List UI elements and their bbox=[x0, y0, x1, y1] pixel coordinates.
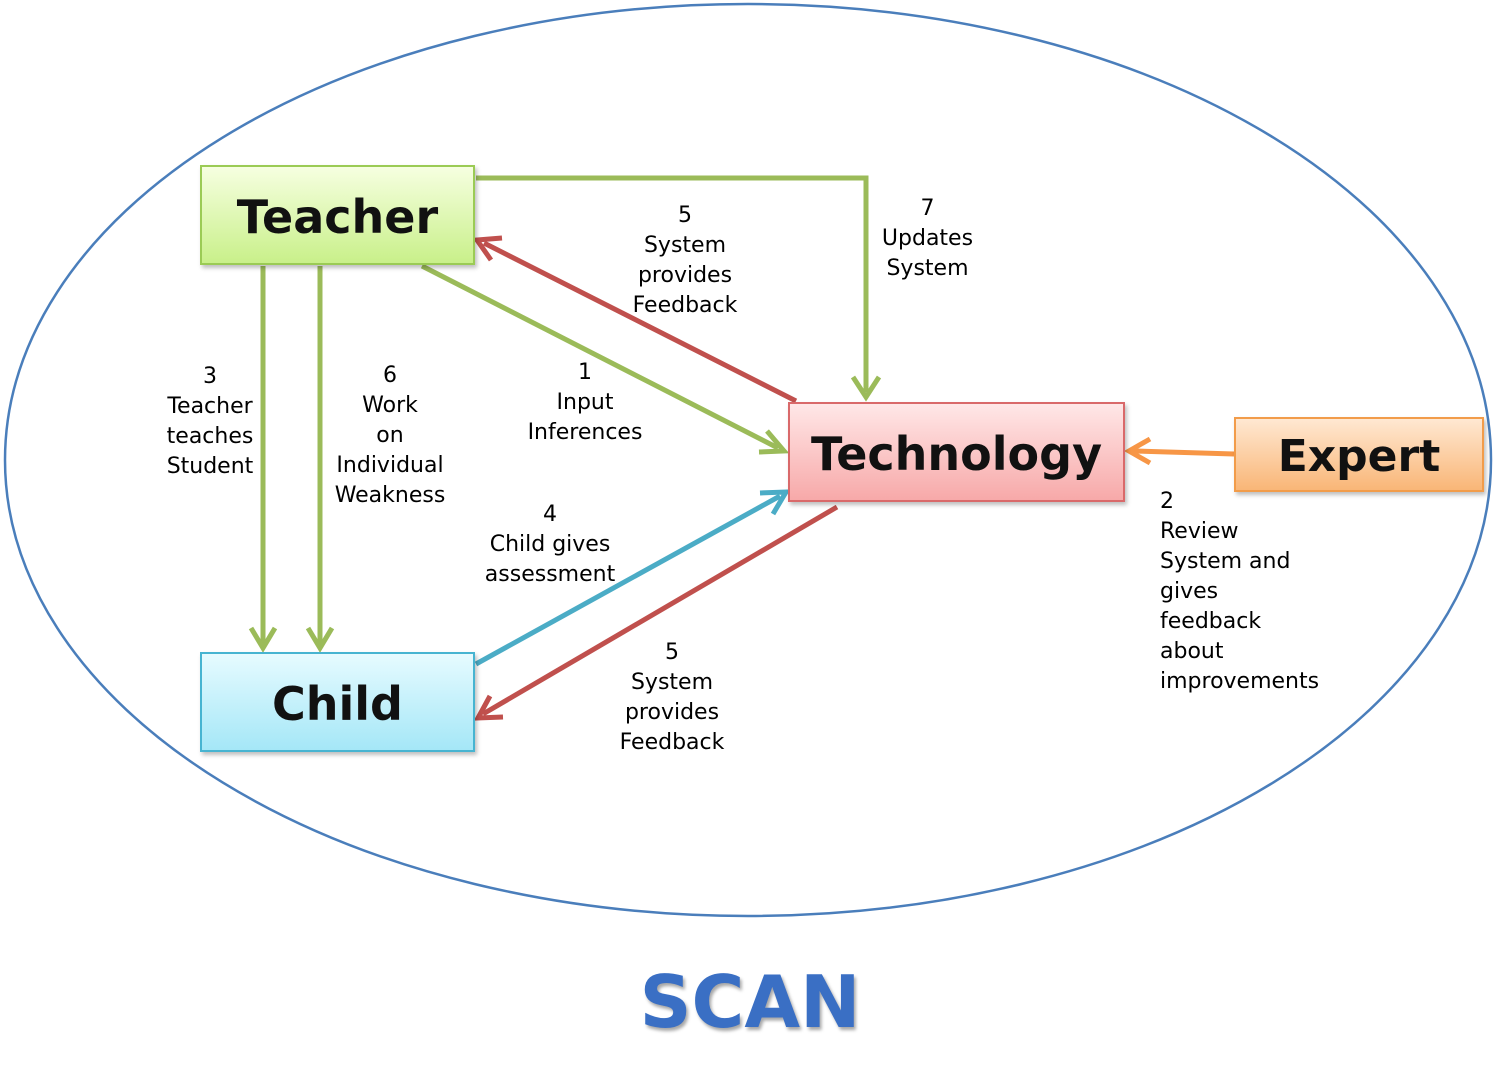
node-expert-label: Expert bbox=[1277, 431, 1441, 482]
arrowhead-feedback-child bbox=[473, 694, 504, 721]
node-technology-label: Technology bbox=[810, 427, 1103, 481]
arrow-teacher-to-technology-updates bbox=[476, 175, 869, 392]
arrow-technology-to-child-feedback bbox=[481, 504, 839, 717]
node-technology: Technology bbox=[788, 402, 1125, 502]
edge-label-feedback-teacher: 5 System provides Feedback bbox=[632, 203, 738, 318]
node-teacher: Teacher bbox=[200, 165, 475, 265]
arrowhead-feedback-teacher bbox=[472, 235, 503, 262]
arrowhead-weakness bbox=[305, 626, 335, 653]
arrowhead-assessment bbox=[759, 489, 791, 516]
node-child: Child bbox=[200, 652, 475, 752]
arrowhead-teaches bbox=[248, 626, 278, 653]
edge-label-teacher-teaches: 3 Teacher teaches Student bbox=[166, 364, 254, 479]
node-child-label: Child bbox=[272, 677, 403, 731]
scan-boundary-ellipse bbox=[3, 2, 1493, 918]
arrow-child-to-technology-assessment bbox=[474, 493, 782, 667]
edge-label-input-inferences: 1 Input Inferences bbox=[527, 360, 643, 445]
arrowhead-review bbox=[1123, 436, 1152, 466]
arrowhead-updates bbox=[850, 375, 882, 402]
node-teacher-label: Teacher bbox=[236, 190, 439, 244]
edge-label-review-system: 2 Review System and gives feedback about… bbox=[1160, 489, 1320, 694]
edge-label-child-assessment: 4 Child gives assessment bbox=[484, 502, 616, 587]
edge-label-updates-system: 7 Updates System bbox=[881, 196, 974, 281]
edge-label-feedback-child: 5 System provides Feedback bbox=[619, 640, 725, 755]
arrow-teacher-to-technology-input bbox=[420, 263, 780, 451]
diagram-title: SCAN bbox=[639, 960, 861, 1044]
edge-label-individual-weakness: 6 Work on Individual Weakness bbox=[334, 363, 446, 508]
arrowhead-input bbox=[758, 429, 790, 455]
node-expert: Expert bbox=[1234, 417, 1484, 492]
arrow-technology-to-teacher-feedback bbox=[482, 240, 798, 404]
arrow-expert-to-technology-review bbox=[1133, 448, 1235, 457]
